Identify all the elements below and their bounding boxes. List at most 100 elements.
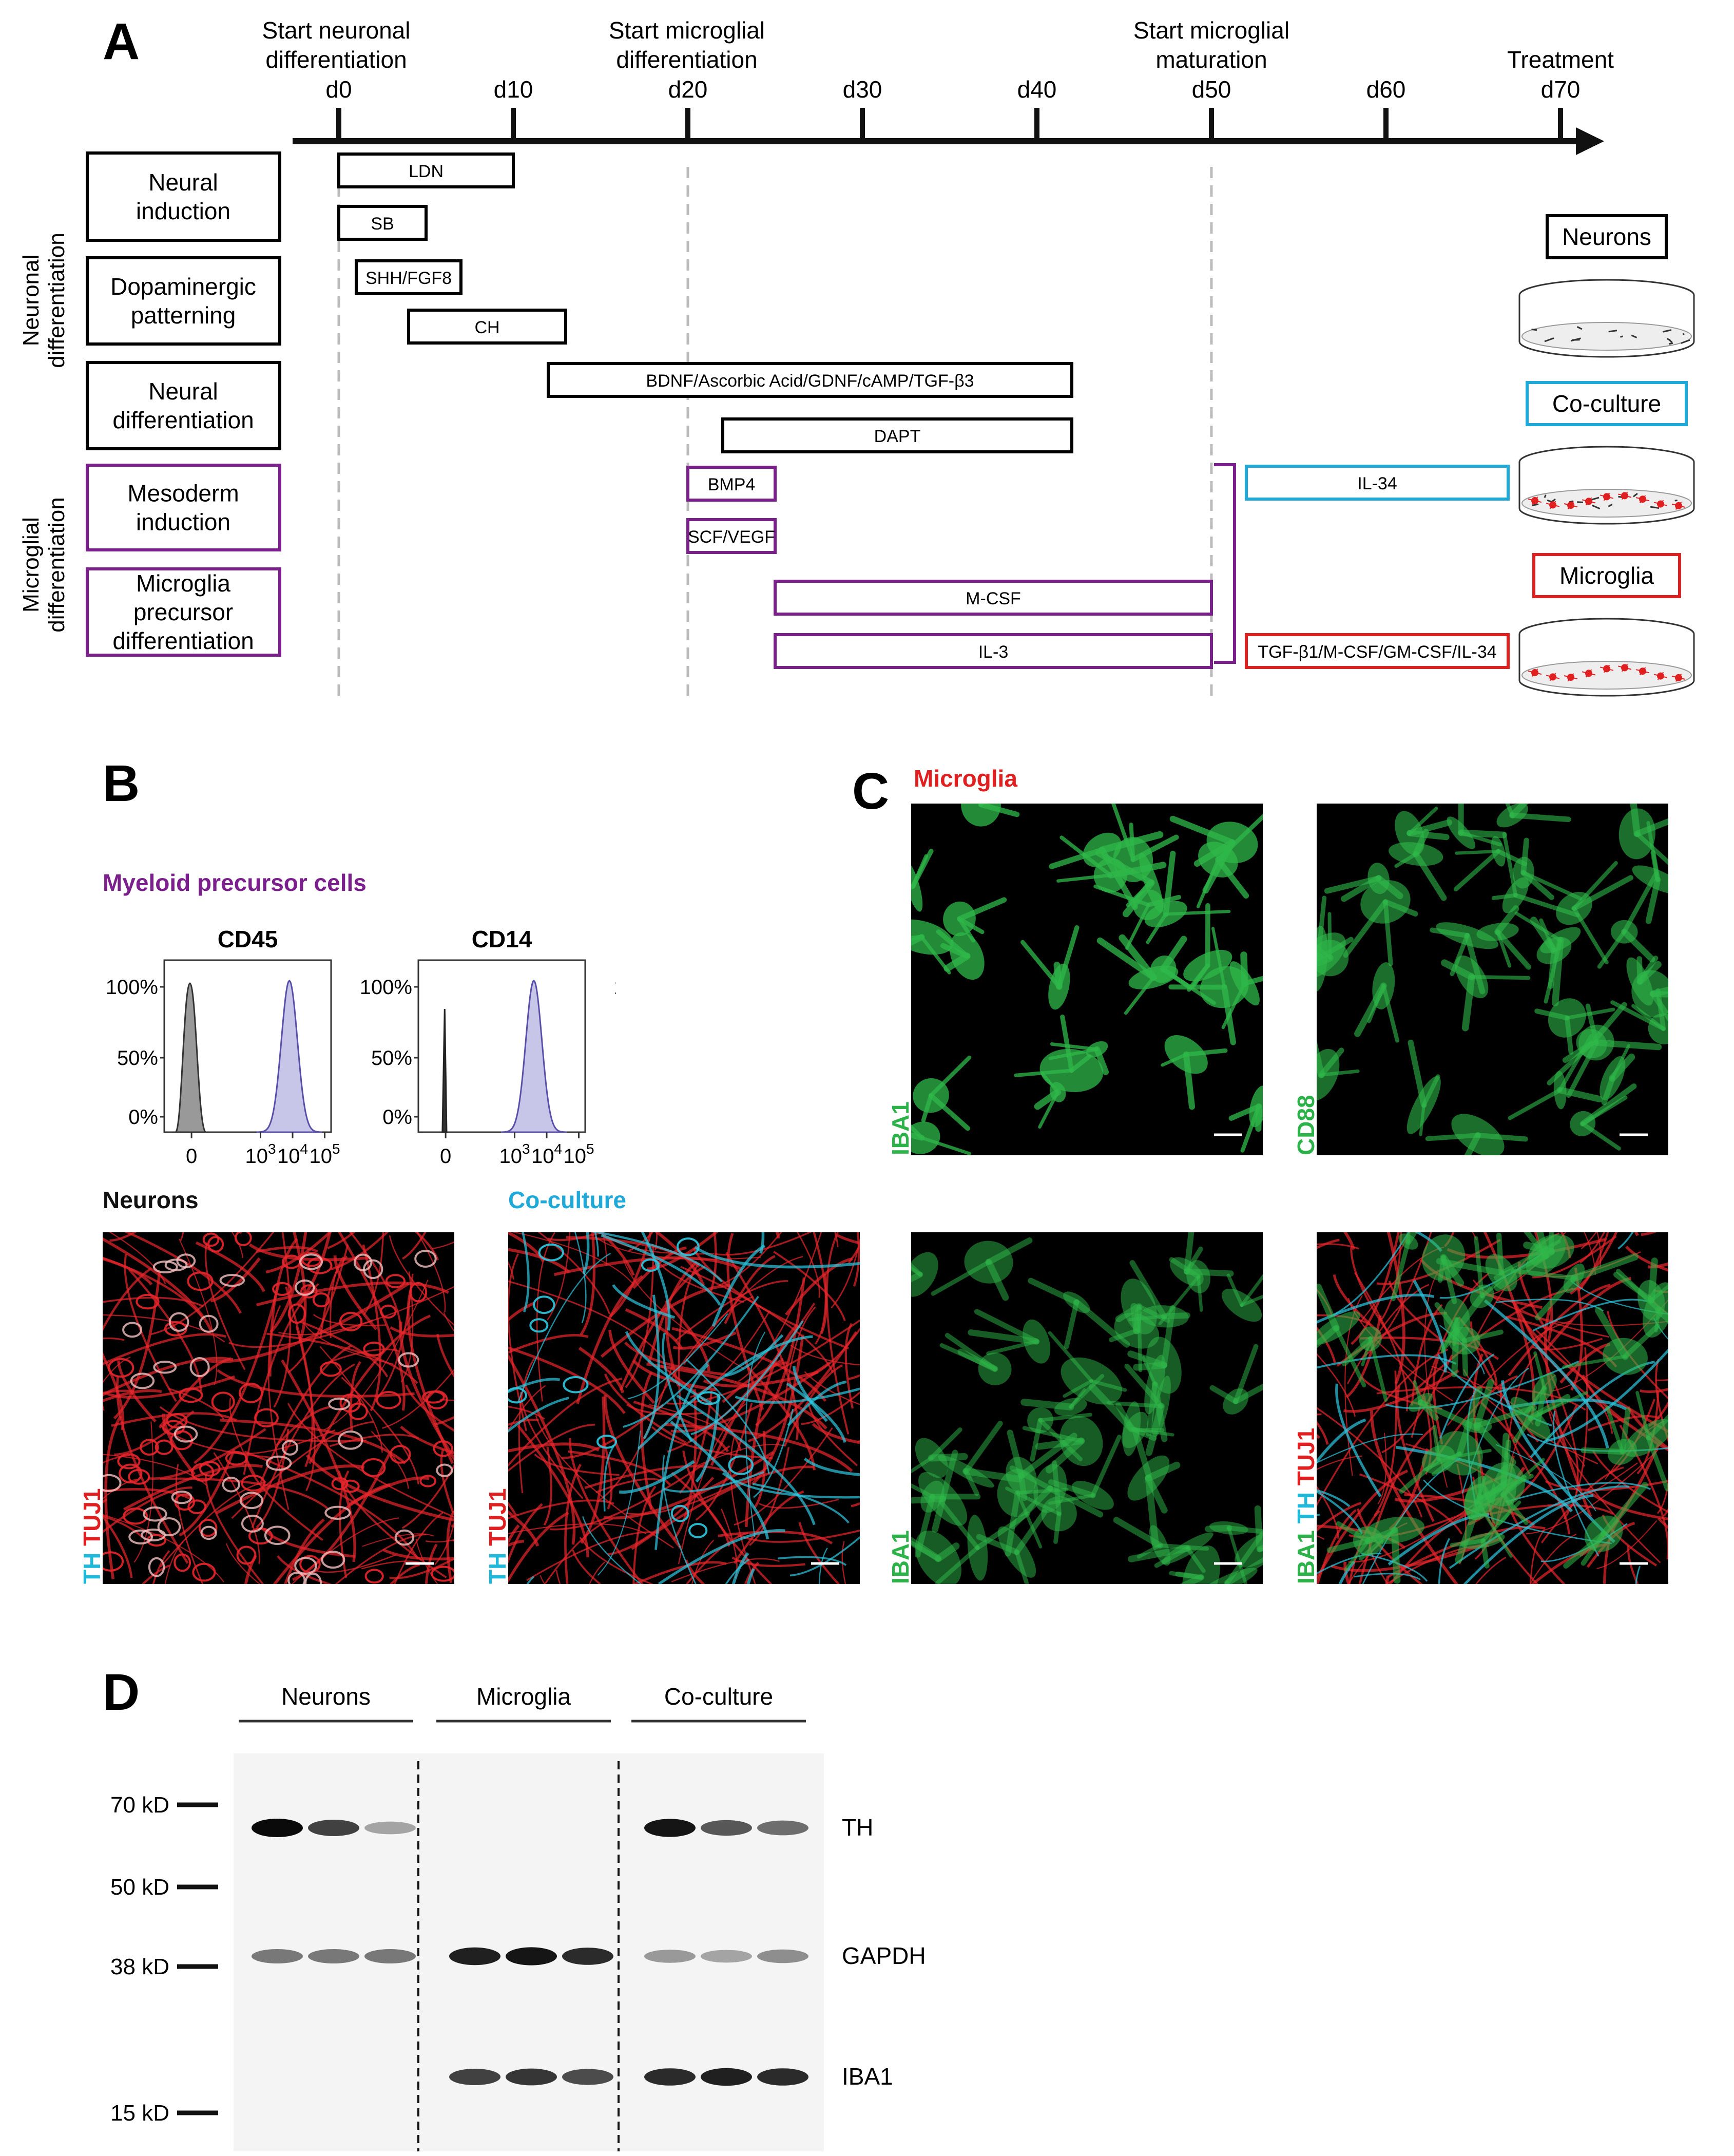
neurite <box>193 1283 280 1464</box>
neurite <box>589 1561 605 1584</box>
neurite <box>117 1360 157 1423</box>
dish-microglia-process <box>1642 499 1650 502</box>
dish-microglia-process <box>1567 677 1571 682</box>
stain-label-iba1-c1: IBA1 <box>887 1101 914 1155</box>
neurite <box>787 1380 847 1426</box>
wb-band-GAPDH <box>701 1950 752 1963</box>
neurite <box>796 1232 820 1298</box>
day-label-d40: d40 <box>1017 76 1057 103</box>
factor-label: IL-34 <box>1357 474 1397 493</box>
cell-process <box>1160 936 1187 973</box>
cell-process <box>911 1266 922 1276</box>
neurite <box>595 1478 664 1494</box>
neurite <box>1380 1232 1402 1321</box>
flow-x-tick: 104 <box>277 1141 308 1168</box>
soma <box>207 1236 224 1253</box>
wb-band-IBA1 <box>757 2068 808 2086</box>
dish-microglia-process <box>1552 676 1560 679</box>
dish-microglia-process <box>1570 505 1578 508</box>
neurite <box>724 1255 776 1324</box>
soma <box>168 1312 189 1332</box>
neurite <box>594 1232 599 1257</box>
cell-process <box>1136 1304 1170 1323</box>
neurite <box>522 1232 530 1312</box>
neurite <box>508 1261 514 1280</box>
dish-bottom <box>1521 489 1692 518</box>
wb-band-TH <box>701 1820 752 1836</box>
cell-process <box>1453 849 1501 892</box>
neurite <box>735 1387 860 1404</box>
wb-band-GAPDH <box>364 1949 416 1963</box>
cell-process <box>1016 1491 1043 1549</box>
dish-microglia-process <box>1585 501 1589 506</box>
neurite <box>1317 1238 1340 1249</box>
soma <box>728 1455 754 1475</box>
soma <box>394 1529 415 1546</box>
cell-process <box>986 1340 1038 1356</box>
stain-label-iba1-c5: IBA1 <box>887 1530 914 1584</box>
neurite <box>305 1454 454 1522</box>
neurite <box>1501 1380 1615 1543</box>
cell-process <box>1413 1380 1423 1404</box>
dish-microglia-process <box>1624 667 1632 670</box>
cell-process <box>1030 1418 1043 1462</box>
cell-process <box>1461 1338 1469 1377</box>
cell-process <box>1461 1329 1504 1343</box>
neurite <box>619 1460 695 1494</box>
neurite <box>627 1313 728 1400</box>
neurite <box>690 1310 770 1398</box>
neurite <box>443 1312 454 1332</box>
dish-microglia-process <box>1552 673 1556 678</box>
stage-label: Mesoderm <box>127 480 239 507</box>
cell-process <box>1581 1121 1621 1151</box>
dish-microglia-process <box>1600 494 1607 498</box>
neurite <box>341 1377 419 1485</box>
cell-process <box>1020 940 1062 989</box>
soma <box>304 1572 322 1584</box>
cell-process <box>1477 1464 1482 1500</box>
neurite <box>508 1511 569 1583</box>
cell-process <box>1014 1550 1029 1584</box>
soma <box>103 1474 122 1492</box>
header-neuronal-l2: differentiation <box>265 46 407 73</box>
cell-process <box>1536 1232 1550 1260</box>
outcome-box <box>1526 381 1688 426</box>
neurite <box>848 1374 860 1380</box>
cell-process <box>1459 831 1502 847</box>
flow-stained-peak <box>501 979 567 1133</box>
cell-process <box>1344 1539 1371 1572</box>
neurite <box>1350 1247 1417 1370</box>
dish-microglia-process <box>1552 501 1556 506</box>
panel-c-header: C Microglia <box>852 762 1017 820</box>
neurite <box>664 1471 764 1493</box>
cell-process <box>1124 976 1155 1015</box>
neurite <box>1333 1274 1381 1335</box>
dish-neuron <box>1590 497 1600 501</box>
neurite <box>1508 1284 1611 1377</box>
cell-process <box>1048 1331 1093 1383</box>
neurite <box>508 1442 600 1453</box>
wb-group-label: Neurons <box>281 1683 371 1710</box>
dish-microglia-process <box>1549 504 1553 509</box>
wb-band-IBA1 <box>562 2069 613 2085</box>
wb-band-GAPDH <box>757 1949 808 1963</box>
group-label-microglial: Microglial differentiation <box>18 497 69 632</box>
neurite <box>604 1395 682 1549</box>
neurite <box>729 1434 756 1584</box>
soma <box>389 1445 411 1464</box>
dish-microglia-process <box>1671 675 1679 678</box>
neurite <box>231 1232 243 1258</box>
cell-process <box>1034 1089 1062 1110</box>
cell-process <box>929 1427 962 1461</box>
dish-microglia-process <box>1546 675 1553 678</box>
svg-text:TH TUJ1: TH TUJ1 <box>79 1488 105 1584</box>
cell-process <box>1413 851 1447 901</box>
cell-process <box>931 1260 991 1296</box>
cell-process <box>1205 1524 1232 1533</box>
cell-process <box>1183 1268 1234 1277</box>
cell-process <box>1368 1337 1388 1402</box>
neurite <box>722 1361 788 1403</box>
day-label-d10: d10 <box>494 76 533 103</box>
cell-process <box>1508 1088 1563 1120</box>
neurite <box>1396 1385 1435 1522</box>
